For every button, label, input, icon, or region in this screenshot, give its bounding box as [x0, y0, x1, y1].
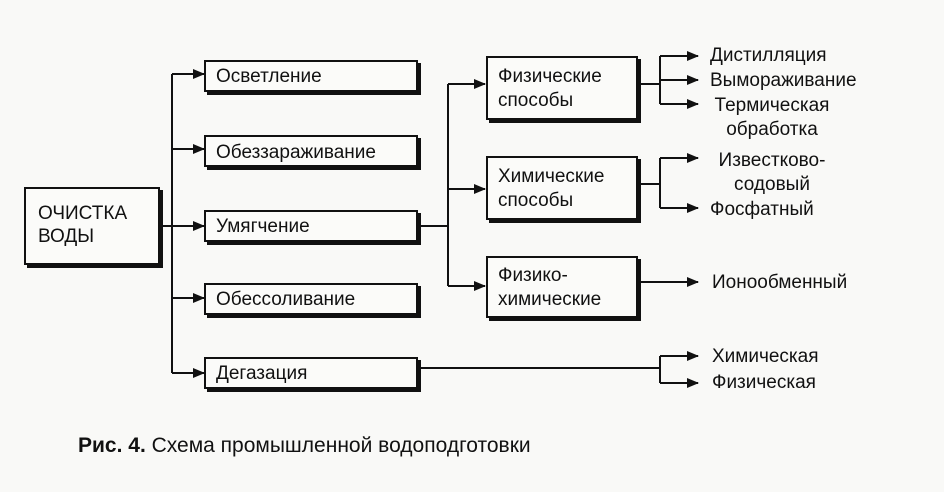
root-label-line2: ВОДЫ [38, 226, 95, 247]
way-label-line1: Физические [498, 66, 602, 87]
leaf-degassing-chemical: Химическая [712, 346, 819, 367]
figure-caption: Рис. 4. Схема промышленной водоподготовк… [78, 434, 531, 458]
leaf-line: Термическая [714, 95, 830, 116]
leaf-thermal-treatment: Термическая обработка [710, 94, 834, 142]
root-label-line1: ОЧИСТКА [38, 203, 128, 224]
method-label: Дегазация [216, 363, 308, 384]
leaf-line: обработка [726, 119, 818, 140]
method-box-softening: Умягчение [204, 210, 418, 242]
root-box-water-treatment: ОЧИСТКА ВОДЫ [24, 187, 160, 265]
figure-title: Схема промышленной водоподготовки [145, 434, 531, 457]
leaf-line: Известково- [718, 150, 826, 171]
method-label: Умягчение [216, 216, 310, 237]
leaf-distillation: Дистилляция [710, 45, 827, 66]
leaf-line: содовый [734, 174, 810, 195]
method-label: Обеззараживание [216, 142, 376, 163]
way-label-line1: Химические [498, 166, 605, 187]
figure-number: Рис. 4. [78, 434, 146, 457]
leaf-lime-soda: Известково- содовый [710, 149, 834, 197]
way-label-line1: Физико- [498, 265, 568, 286]
way-label-line2: способы [498, 190, 574, 211]
way-label-line2: химические [498, 289, 602, 310]
softening-box-physchem: Физико- химические [486, 256, 638, 318]
method-label: Обессоливание [216, 289, 356, 310]
method-box-disinfection: Обеззараживание [204, 135, 418, 167]
softening-box-chemical: Химические способы [486, 156, 638, 220]
method-box-clarification: Осветление [204, 60, 418, 92]
method-box-desalination: Обессоливание [204, 283, 418, 315]
method-box-degassing: Дегазация [204, 357, 418, 389]
leaf-ion-exchange: Ионообменный [712, 272, 848, 293]
way-label-line2: способы [498, 90, 574, 111]
method-label: Осветление [216, 66, 322, 87]
leaf-phosphate: Фосфатный [710, 199, 814, 220]
leaf-freezing: Вымораживание [710, 70, 857, 91]
softening-box-physical: Физические способы [486, 56, 638, 120]
leaf-degassing-physical: Физическая [712, 372, 816, 393]
